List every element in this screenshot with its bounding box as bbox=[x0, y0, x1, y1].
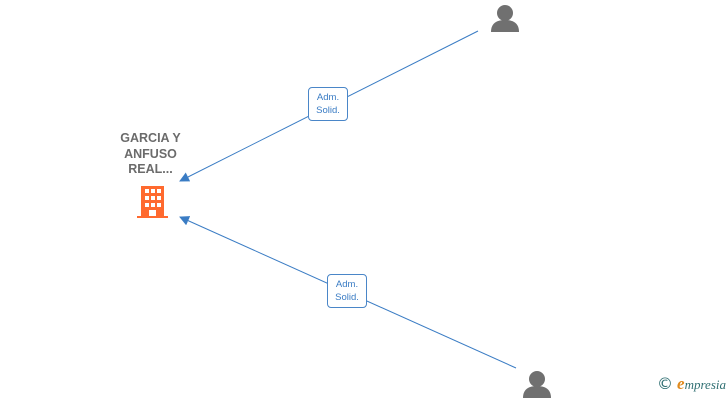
edge-label-line: Solid. bbox=[335, 292, 359, 303]
edge-label-line: Adm. bbox=[335, 279, 359, 290]
person-icon[interactable] bbox=[491, 5, 519, 32]
company-name-line: GARCIA Y bbox=[120, 131, 181, 145]
copyright-icon: © bbox=[657, 374, 674, 393]
person-icon[interactable] bbox=[523, 371, 551, 398]
edge-label-person-2: Adm. Solid. bbox=[327, 274, 367, 308]
edge-label-line: Solid. bbox=[316, 105, 340, 116]
company-name-line: REAL... bbox=[128, 162, 173, 176]
edge-label-line: Adm. bbox=[316, 92, 340, 103]
company-name-line: ANFUSO bbox=[124, 146, 177, 161]
company-name-label[interactable]: GARCIA Y ANFUSO REAL... bbox=[100, 131, 201, 178]
edge-label-person-1: Adm. Solid. bbox=[308, 87, 348, 121]
brand-logo: empresia bbox=[677, 374, 726, 394]
brand-initial: e bbox=[677, 374, 685, 393]
empresia-watermark[interactable]: © empresia bbox=[657, 374, 726, 394]
brand-rest: mpresia bbox=[684, 377, 726, 392]
building-icon[interactable] bbox=[137, 186, 168, 218]
